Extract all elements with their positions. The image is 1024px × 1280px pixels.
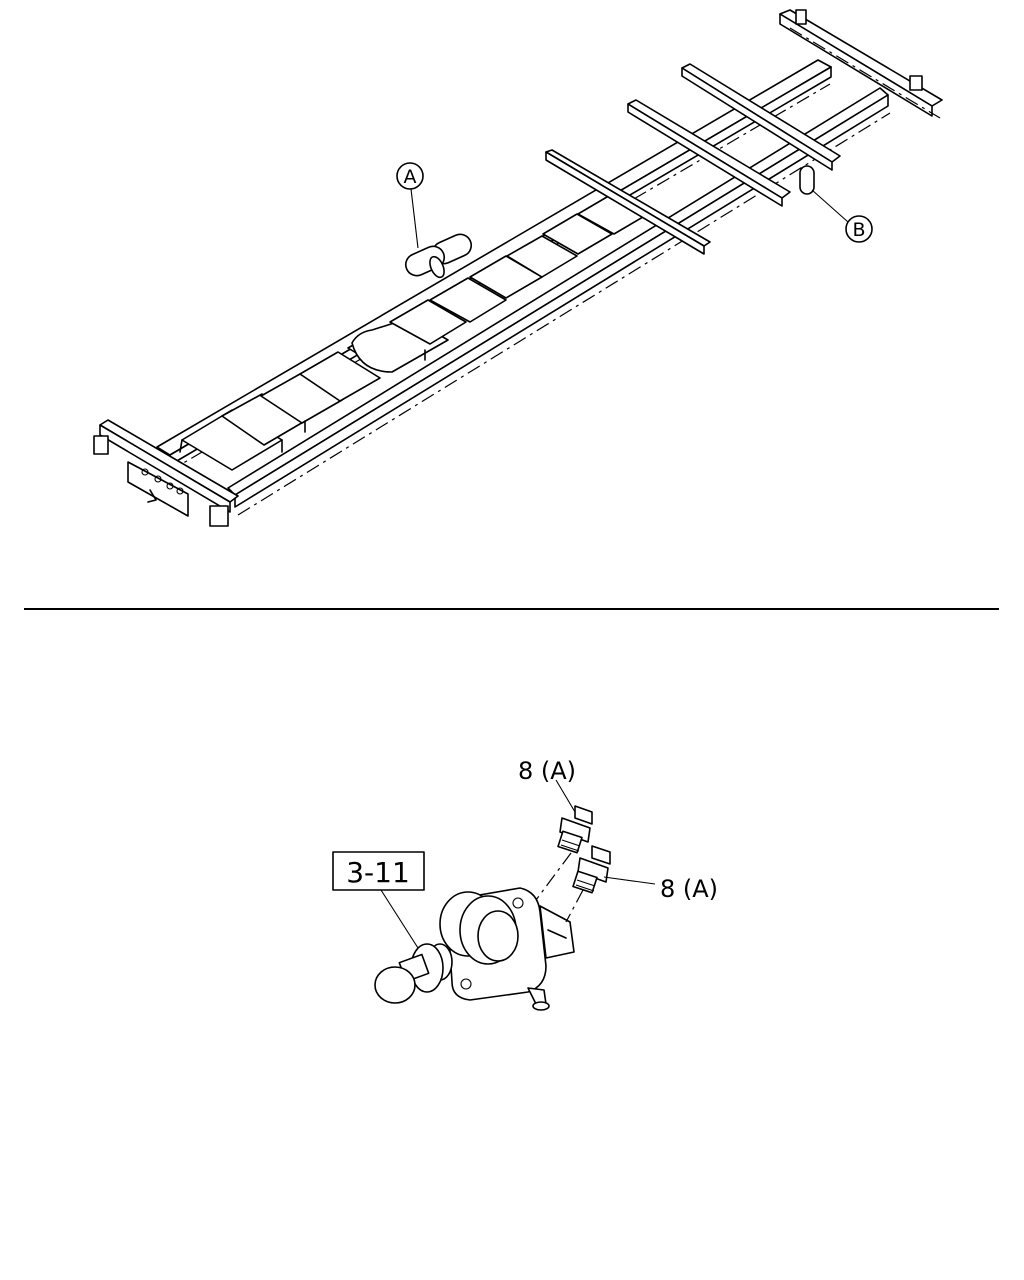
pressure-switch-lower: 8 (A) <box>565 845 718 923</box>
callout-b-circle <box>845 215 873 243</box>
callout-b-label: B <box>852 219 865 241</box>
switch-upper-label: 8 (A) <box>518 757 576 785</box>
callout-a-circle <box>396 162 424 190</box>
switch-components-a <box>404 233 473 279</box>
callout-a-leader <box>410 188 419 249</box>
callout-a-label: A <box>404 166 417 188</box>
switch-component-b <box>799 165 815 195</box>
front-bracket <box>93 419 239 527</box>
reference-box-label: 3-11 <box>346 856 410 889</box>
reference-box <box>332 851 425 891</box>
chassis-frame <box>93 9 943 527</box>
rear-crossmembers <box>545 9 943 255</box>
switch-plunger <box>374 943 453 1004</box>
callout-a-group: A <box>396 162 473 279</box>
switch-housing <box>439 887 575 1011</box>
pressure-switch-upper: 8 (A) <box>518 757 593 901</box>
callout-b-group: B <box>799 165 873 243</box>
part-detail: 3-11 <box>332 757 718 1011</box>
frame-crossmembers <box>179 193 649 471</box>
callout-b-leader <box>811 189 849 223</box>
switch-lower-label: 8 (A) <box>660 875 718 903</box>
